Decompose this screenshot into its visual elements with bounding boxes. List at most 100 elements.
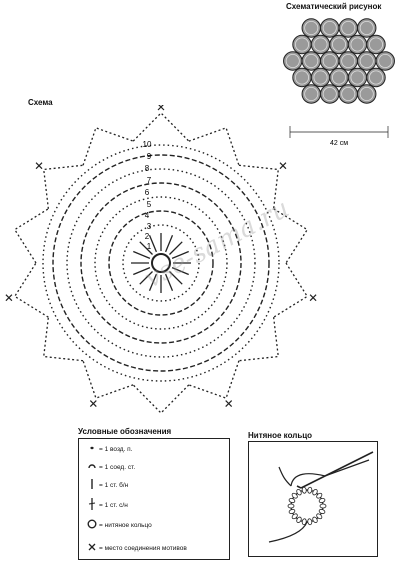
join-point-icon [85, 543, 99, 553]
dc-stitch [169, 271, 183, 285]
thread-ring-illustration [268, 451, 374, 543]
dc-stitch [164, 273, 174, 291]
stitch-round [52, 154, 270, 372]
motif-inner-ring [313, 37, 328, 52]
motif-inner-ring [294, 70, 309, 85]
dc-stitch [133, 266, 151, 276]
scallop-point [43, 164, 84, 209]
motif-inner-ring [313, 70, 328, 85]
legend-item-ring: = нитяное кольцо [85, 519, 152, 531]
yarn-end [268, 521, 308, 543]
ring-stitch [287, 503, 295, 509]
legend-text: = 1 ст. с/н [99, 501, 128, 509]
row-number: 7 [147, 176, 152, 185]
join-point-icon [309, 294, 317, 302]
motif-inner-ring [369, 70, 384, 85]
thread-ring-title: Нитяное кольцо [248, 431, 313, 440]
schematic-drawing: 42 см [283, 18, 395, 147]
row-number: 1 [147, 242, 152, 251]
thread-ring-box [248, 441, 378, 557]
ring-stitch [296, 516, 302, 524]
width-label: 42 см [330, 140, 348, 147]
legend-text: = 1 ст. б/н [99, 481, 129, 489]
dc-stitch [171, 250, 189, 260]
legend-item-chain: = 1 возд. п. [85, 443, 133, 455]
chart-symbols [5, 105, 317, 414]
join-point-icon [5, 294, 13, 302]
ring-stitches [287, 486, 327, 526]
legend-text: = место соединения мотивов [99, 544, 187, 552]
ring-stitch [296, 488, 302, 496]
scallop-point [82, 127, 134, 166]
schematic-title: Схематический рисунок [286, 2, 382, 11]
stitch-round [108, 210, 214, 316]
ring-stitch [307, 518, 313, 526]
ring-stitch [307, 486, 313, 494]
stitch-round [122, 224, 200, 302]
crochet-hook-icon [300, 451, 374, 489]
row-number: 9 [147, 152, 152, 161]
dc-stitch [169, 241, 183, 255]
ring-stitch [316, 513, 323, 520]
motif-grid [283, 18, 395, 104]
join-point-icon [89, 400, 97, 407]
legend-item-sc: = 1 ст. б/н [85, 479, 128, 491]
yarn-tail [278, 466, 292, 487]
ring-stitch [291, 492, 298, 499]
join-point-icon [279, 162, 287, 170]
legend-text: = 1 соед. ст. [99, 463, 136, 471]
join-point-icon [35, 162, 43, 170]
center-thread-ring [151, 253, 171, 273]
motif-inner-ring [304, 54, 319, 69]
double-crochet-icon [85, 498, 99, 512]
join-point-icon [225, 400, 233, 407]
motif-inner-ring [341, 54, 356, 69]
dc-stitch [139, 271, 153, 285]
scallop-point [132, 112, 190, 142]
scallop-point [188, 360, 240, 399]
motif-inner-ring [294, 37, 309, 52]
dc-stitch [148, 273, 158, 291]
motif-inner-ring [359, 21, 374, 35]
dc-stitch [164, 235, 174, 253]
stitch-round [66, 168, 256, 358]
row-number: 4 [145, 211, 150, 220]
ring-stitch [319, 503, 327, 509]
dc-stitch [133, 250, 151, 260]
stitch-round [42, 144, 280, 382]
scallop-point [188, 127, 240, 166]
scallop-point [132, 384, 190, 414]
single-crochet-icon [85, 479, 99, 491]
ring-stitch [316, 492, 323, 499]
ring-stitch [301, 518, 307, 526]
scallop-point [238, 317, 279, 362]
motif-inner-ring [359, 87, 374, 102]
legend-item-slip: = 1 соед. ст. [85, 461, 135, 473]
motif-inner-ring [350, 70, 365, 85]
row-number: 8 [145, 164, 150, 173]
row-number: 10 [143, 140, 152, 149]
legend-box: = 1 возд. п. = 1 соед. ст. = 1 ст. б/н =… [78, 438, 230, 560]
ring-stitch [301, 486, 307, 494]
legend-text: = нитяное кольцо [99, 521, 152, 529]
stitch-round [94, 196, 228, 330]
schema-title: Схема [28, 98, 53, 107]
motif-inner-ring [304, 87, 319, 102]
chain-stitch-icon [85, 445, 99, 453]
ring-stitch [312, 488, 318, 496]
legend-title: Условные обозначения [78, 427, 172, 436]
ring-stitch [318, 508, 326, 515]
row-number: 2 [145, 232, 150, 241]
motif-inner-ring [322, 87, 337, 102]
motif-inner-ring [332, 70, 347, 85]
scallop-point [43, 317, 84, 362]
join-point-icon [157, 105, 165, 111]
motif-inner-ring [369, 37, 384, 52]
motif-inner-ring [322, 54, 337, 69]
row-number: 6 [145, 188, 150, 197]
motif-inner-ring [304, 21, 319, 35]
motif-inner-ring [350, 37, 365, 52]
motif-inner-ring [359, 54, 374, 69]
ring-stitch [288, 508, 296, 515]
